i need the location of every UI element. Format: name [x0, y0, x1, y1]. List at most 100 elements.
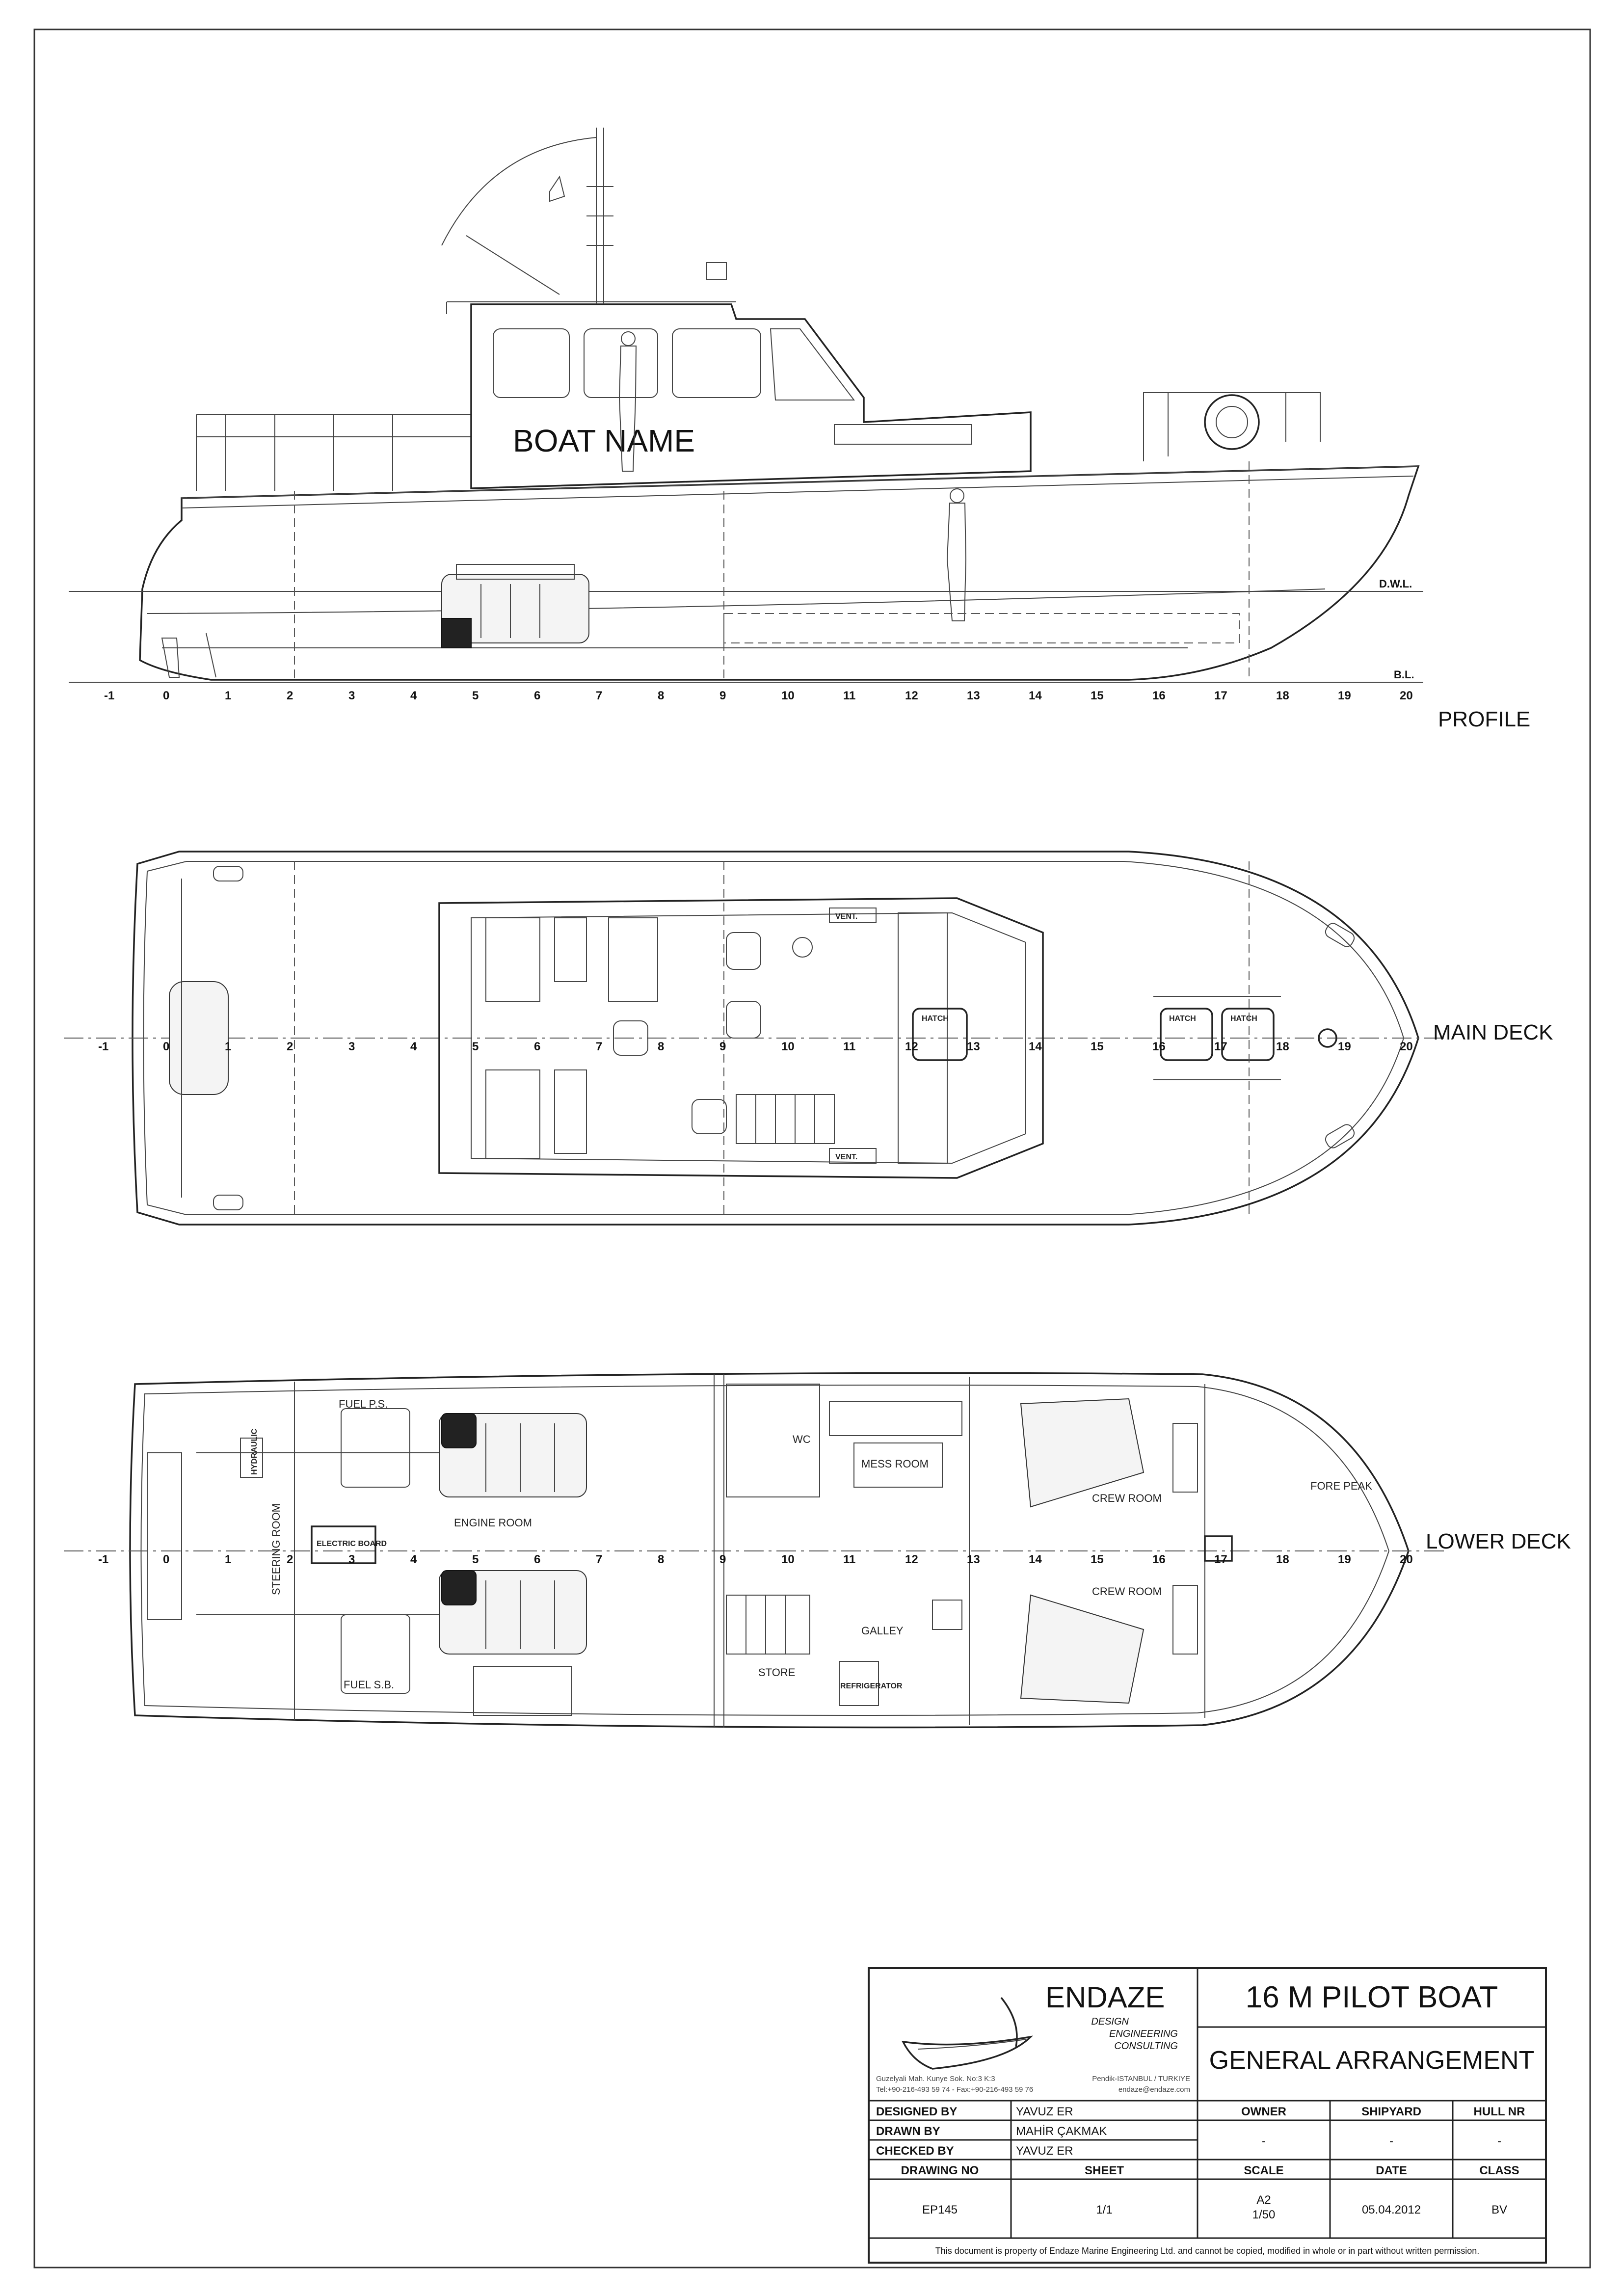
bl-label: B.L.	[1394, 668, 1414, 681]
frame-tick: 2	[287, 1553, 293, 1566]
class-value: BV	[1491, 2203, 1507, 2216]
window-2	[584, 328, 658, 398]
frame-tick: -1	[98, 1040, 108, 1053]
title-block-frame	[868, 1967, 1547, 2264]
endaze-logo	[901, 1997, 1034, 2070]
frame-tick: 12	[905, 689, 918, 702]
frame-tick: 1	[225, 1040, 231, 1053]
searchlight	[706, 262, 727, 280]
frame-tick: 15	[1091, 689, 1104, 702]
frame-tick: 4	[410, 1040, 417, 1053]
drawn-by-label: DRAWN BY	[876, 2125, 940, 2138]
frame-tick: 10	[781, 689, 795, 702]
address-line-3: Pendik-ISTANBUL / TURKIYE	[1092, 2075, 1190, 2083]
frame-tick: 6	[534, 689, 540, 702]
frame-tick: 11	[843, 1553, 855, 1566]
tank-outline	[723, 613, 1240, 643]
seating	[485, 917, 658, 1159]
frame-tick: 19	[1338, 1553, 1351, 1566]
steering-gear	[147, 1452, 182, 1620]
frame-tick: 18	[1276, 689, 1289, 702]
fuel-ps-label: FUEL P.S.	[339, 1398, 388, 1410]
scale-value: 1/50	[1252, 2208, 1276, 2221]
main-deck-view: VENT. VENT. HATCH HATCH HATCH -1 0 1 2 3…	[64, 851, 1553, 1226]
side-window	[834, 424, 972, 445]
frame-tick: 2	[287, 689, 293, 702]
profile-frame-scale: -1 0 1 2 3 4 5 6 7 8 9 10 11 12 13 14 15…	[104, 689, 1413, 702]
wheelhouse	[470, 303, 1032, 489]
frame-tick: 6	[534, 1553, 540, 1566]
frame-tick: 14	[1029, 1553, 1042, 1566]
frame-tick: 20	[1400, 689, 1413, 702]
checked-by-value: YAVUZ ER	[1016, 2144, 1073, 2158]
tagline-consulting: CONSULTING	[1114, 2041, 1178, 2052]
frame-tick: 17	[1214, 1553, 1227, 1566]
drawing-border	[33, 28, 1591, 2269]
main-deck-frame-scale: -1 0 1 2 3 4 5 6 7 8 9 10 11 12 13 14 15…	[98, 1040, 1413, 1053]
generator	[473, 1666, 572, 1716]
scale-paper: A2	[1256, 2193, 1271, 2207]
hydraulic-unit	[240, 1438, 263, 1478]
designed-by-value: YAVUZ ER	[1016, 2105, 1073, 2118]
fore-railing	[1143, 392, 1321, 461]
frame-tick: 2	[287, 1040, 293, 1053]
frame-tick: 14	[1029, 689, 1042, 702]
frame-tick: 19	[1338, 689, 1351, 702]
frame-tick: 5	[472, 1553, 479, 1566]
sheet-value: 1/1	[1096, 2203, 1112, 2216]
store-stairs	[726, 1595, 810, 1655]
profile-hull	[139, 465, 1420, 681]
hatch-fore-2	[1221, 1008, 1275, 1061]
frame-tick: 3	[348, 689, 355, 702]
frame-tick: 19	[1338, 1040, 1351, 1053]
frame-tick: 10	[781, 1040, 795, 1053]
electric-board-label: ELECTRIC BOARD	[317, 1540, 387, 1548]
propeller-shaft	[206, 633, 216, 678]
vent-top-label: VENT.	[835, 912, 857, 921]
refrigerator	[839, 1661, 879, 1706]
frame-tick: 12	[905, 1553, 918, 1566]
tagline-engineering: ENGINEERING	[1109, 2029, 1178, 2039]
chine-line	[147, 588, 1326, 614]
project-title: 16 M PILOT BOAT	[1246, 1980, 1498, 2014]
chain-locker	[1204, 1535, 1233, 1562]
mess-table	[853, 1442, 943, 1488]
engine-profile	[441, 564, 589, 648]
engine-sb	[439, 1570, 587, 1655]
owner-label: OWNER	[1241, 2105, 1286, 2118]
hydraulic-label: HYDRAULIC	[250, 1428, 259, 1475]
dwl-label: D.W.L.	[1379, 578, 1412, 590]
bollard	[1325, 1124, 1355, 1148]
store-label: STORE	[758, 1666, 795, 1679]
shipyard-label: SHIPYARD	[1361, 2105, 1421, 2118]
profile-view: D.W.L. B.L. BOAT NAME	[69, 128, 1530, 731]
lifebuoy	[1204, 394, 1260, 450]
vent-bottom	[829, 1148, 877, 1164]
bollard	[213, 866, 243, 881]
ladder-ps	[1172, 1423, 1198, 1493]
person-wheelhouse	[618, 331, 637, 472]
frame-tick: 20	[1400, 1040, 1413, 1053]
hatch-label: HATCH	[1230, 1015, 1257, 1023]
frame-tick: 16	[1152, 689, 1166, 702]
crew-bunk-sb	[1020, 1594, 1145, 1704]
frame-tick: 7	[596, 1553, 602, 1566]
electric-board	[311, 1525, 376, 1564]
hatch-wheelhouse	[912, 1008, 968, 1061]
bollard	[213, 1195, 243, 1210]
frame-tick: 7	[596, 1040, 602, 1053]
fuel-sb-label: FUEL S.B.	[344, 1679, 394, 1691]
lower-deck-outline	[129, 1372, 1410, 1729]
engine-room-label: ENGINE ROOM	[454, 1517, 532, 1529]
galley-label: GALLEY	[861, 1625, 904, 1637]
disclaimer: This document is property of Endaze Mari…	[935, 2246, 1480, 2256]
address-line-4: endaze@endaze.com	[1118, 2085, 1190, 2094]
frame-tick: 8	[658, 1553, 664, 1566]
title-block: ENDAZE DESIGN ENGINEERING CONSULTING Guz…	[868, 1967, 1547, 2264]
frame-tick: 0	[163, 1040, 169, 1053]
window-front	[770, 328, 855, 400]
frame-tick: 8	[658, 689, 664, 702]
aft-railing	[196, 414, 471, 491]
lower-deck-view: FUEL P.S. FUEL S.B. ENGINE ROOM HYDRAULI…	[64, 1372, 1571, 1729]
